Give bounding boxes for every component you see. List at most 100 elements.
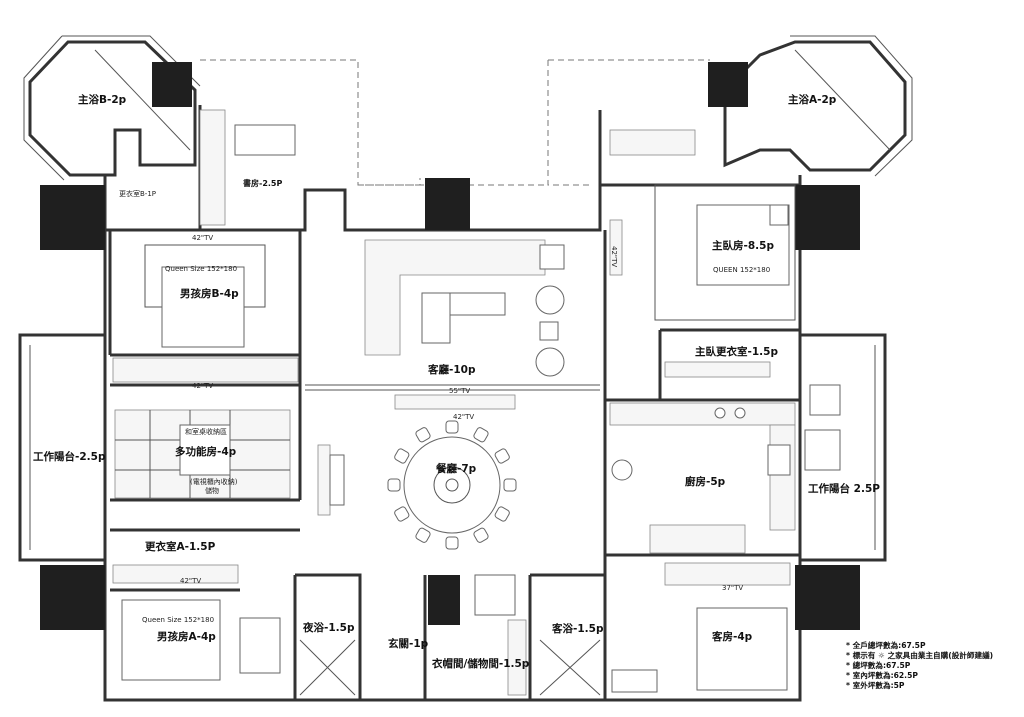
dining-table-center — [445, 478, 459, 492]
dining-chairs — [387, 420, 517, 550]
note-line: * 室內坪數為:62.5P — [846, 670, 918, 680]
pillar — [425, 178, 470, 230]
pillar — [428, 575, 460, 625]
guest-wardrobe — [664, 562, 791, 586]
tv-label: 37"TV — [722, 584, 743, 592]
dressing-a-shelf — [112, 564, 239, 584]
kitchen-island — [649, 524, 746, 554]
room-label-living-room: 客廳-10p — [427, 363, 476, 376]
guest-bed — [696, 607, 788, 691]
room-label-master-bath-a: 主浴A-2p — [788, 93, 837, 106]
bath-b-cross — [94, 49, 191, 151]
piano — [317, 444, 331, 516]
boys-a-bed — [121, 599, 221, 681]
bath-b-outer — [23, 35, 201, 181]
note-line: * 全戶總坪數為:67.5P — [846, 640, 926, 650]
dining-chair — [494, 448, 510, 464]
foyer-cabinet — [474, 574, 516, 616]
dining-chair — [415, 427, 431, 443]
room-label-balcony-right: 工作陽台 2.5P — [808, 482, 880, 495]
room-label-master-bath-b: 主浴B-2p — [78, 93, 127, 106]
side-table — [539, 244, 565, 270]
bed-size-label: Queen Size 152*180 — [142, 616, 214, 624]
boys-b-wardrobe — [112, 357, 299, 383]
storage-shelf — [507, 619, 527, 696]
room-label-guest-bath: 客浴-1.5p — [551, 622, 604, 635]
coffee-table — [421, 292, 451, 344]
bath-a-octagon — [723, 40, 907, 172]
pillar — [795, 565, 860, 630]
pillar — [795, 185, 860, 250]
tv-label: 42"TV — [180, 577, 201, 585]
room-label-dressing-a: 更衣室A-1.5P — [145, 540, 216, 553]
tv-label: 55"TV — [449, 387, 470, 395]
armchair — [535, 285, 565, 315]
room-label-bath-night: 夜浴-1.5p — [302, 621, 355, 634]
pillar — [40, 565, 105, 630]
room-label-dressing-b: 更衣室B-1P — [119, 189, 156, 198]
stove — [714, 407, 726, 419]
partition-lines — [108, 105, 800, 700]
multi-note: (電視櫃內收納) — [190, 477, 238, 486]
note-line: * 標示有 ☼ 之家具由業主自購(設計師建議) — [846, 650, 993, 660]
top-right-terrace-outline — [547, 59, 710, 186]
room-label-boys-room-b: 男孩房B-4p — [180, 287, 239, 300]
dining-chair — [445, 420, 459, 434]
tv-label: 42"TV — [192, 382, 213, 390]
bath-a-outer — [790, 35, 913, 177]
dining-chair — [394, 448, 410, 464]
top-wall-left — [105, 183, 640, 232]
sideboard — [329, 454, 345, 506]
bed-size-label: QUEEN 152*180 — [713, 266, 770, 274]
fridge-round — [611, 459, 633, 481]
guest-bath-shower — [539, 639, 601, 696]
bath-night-shower — [299, 639, 356, 696]
pillar — [152, 62, 192, 107]
room-label-master-bedroom: 主臥房-8.5p — [712, 239, 774, 252]
dining-chair — [473, 527, 489, 543]
master-desk — [609, 129, 696, 156]
dining-chair — [494, 506, 510, 522]
pillar — [708, 62, 748, 107]
sink — [767, 444, 791, 476]
kitchen-counter — [769, 424, 796, 531]
room-label-guest-room: 客房-4p — [711, 630, 753, 643]
room-label-master-closet: 主臥更衣室-1.5p — [695, 345, 778, 358]
dining-table-inner — [433, 466, 471, 504]
room-label-boys-room-a: 男孩房A-4p — [157, 630, 216, 643]
armchair — [535, 347, 565, 377]
sofa — [364, 239, 546, 356]
tv-cabinet — [394, 394, 516, 410]
dining-chair — [387, 478, 401, 492]
boys-a-desk — [239, 617, 281, 674]
room-label-dining: 餐廳-7p — [435, 462, 477, 475]
dining-chair — [473, 427, 489, 443]
boys-b-bed — [161, 266, 245, 348]
dining-chair — [394, 506, 410, 522]
tv-label: 42"TV — [453, 413, 474, 421]
dining-chair — [445, 536, 459, 550]
kitchen-counter — [609, 402, 796, 426]
coffee-table — [449, 292, 506, 316]
study-shelf — [199, 109, 226, 226]
dining-chair — [415, 527, 431, 543]
guest-desk — [611, 669, 658, 693]
dining-chair — [503, 478, 517, 492]
master-closet-shelf — [664, 361, 771, 378]
multi-note: 和室桌收納區 — [185, 427, 227, 436]
outer-wall — [103, 175, 802, 702]
note-line: * 室外坪數為:5P — [846, 680, 905, 690]
room-label-balcony-left: 工作陽台-2.5p — [33, 450, 106, 463]
balcony-left-outline — [18, 333, 105, 562]
bed-size-label: Queen Size 152*180 — [165, 265, 237, 273]
bath-a-cross — [794, 49, 891, 151]
tv-label: 42"TV — [610, 246, 618, 267]
room-label-study: 書房-2.5P — [243, 178, 282, 188]
stove — [734, 407, 746, 419]
study-desk — [234, 124, 296, 156]
tatami-table — [179, 424, 231, 476]
room-label-storage: 衣帽間/儲物間-1.5p — [432, 657, 530, 670]
side-table — [539, 321, 559, 341]
balcony-right-outline — [800, 333, 887, 562]
